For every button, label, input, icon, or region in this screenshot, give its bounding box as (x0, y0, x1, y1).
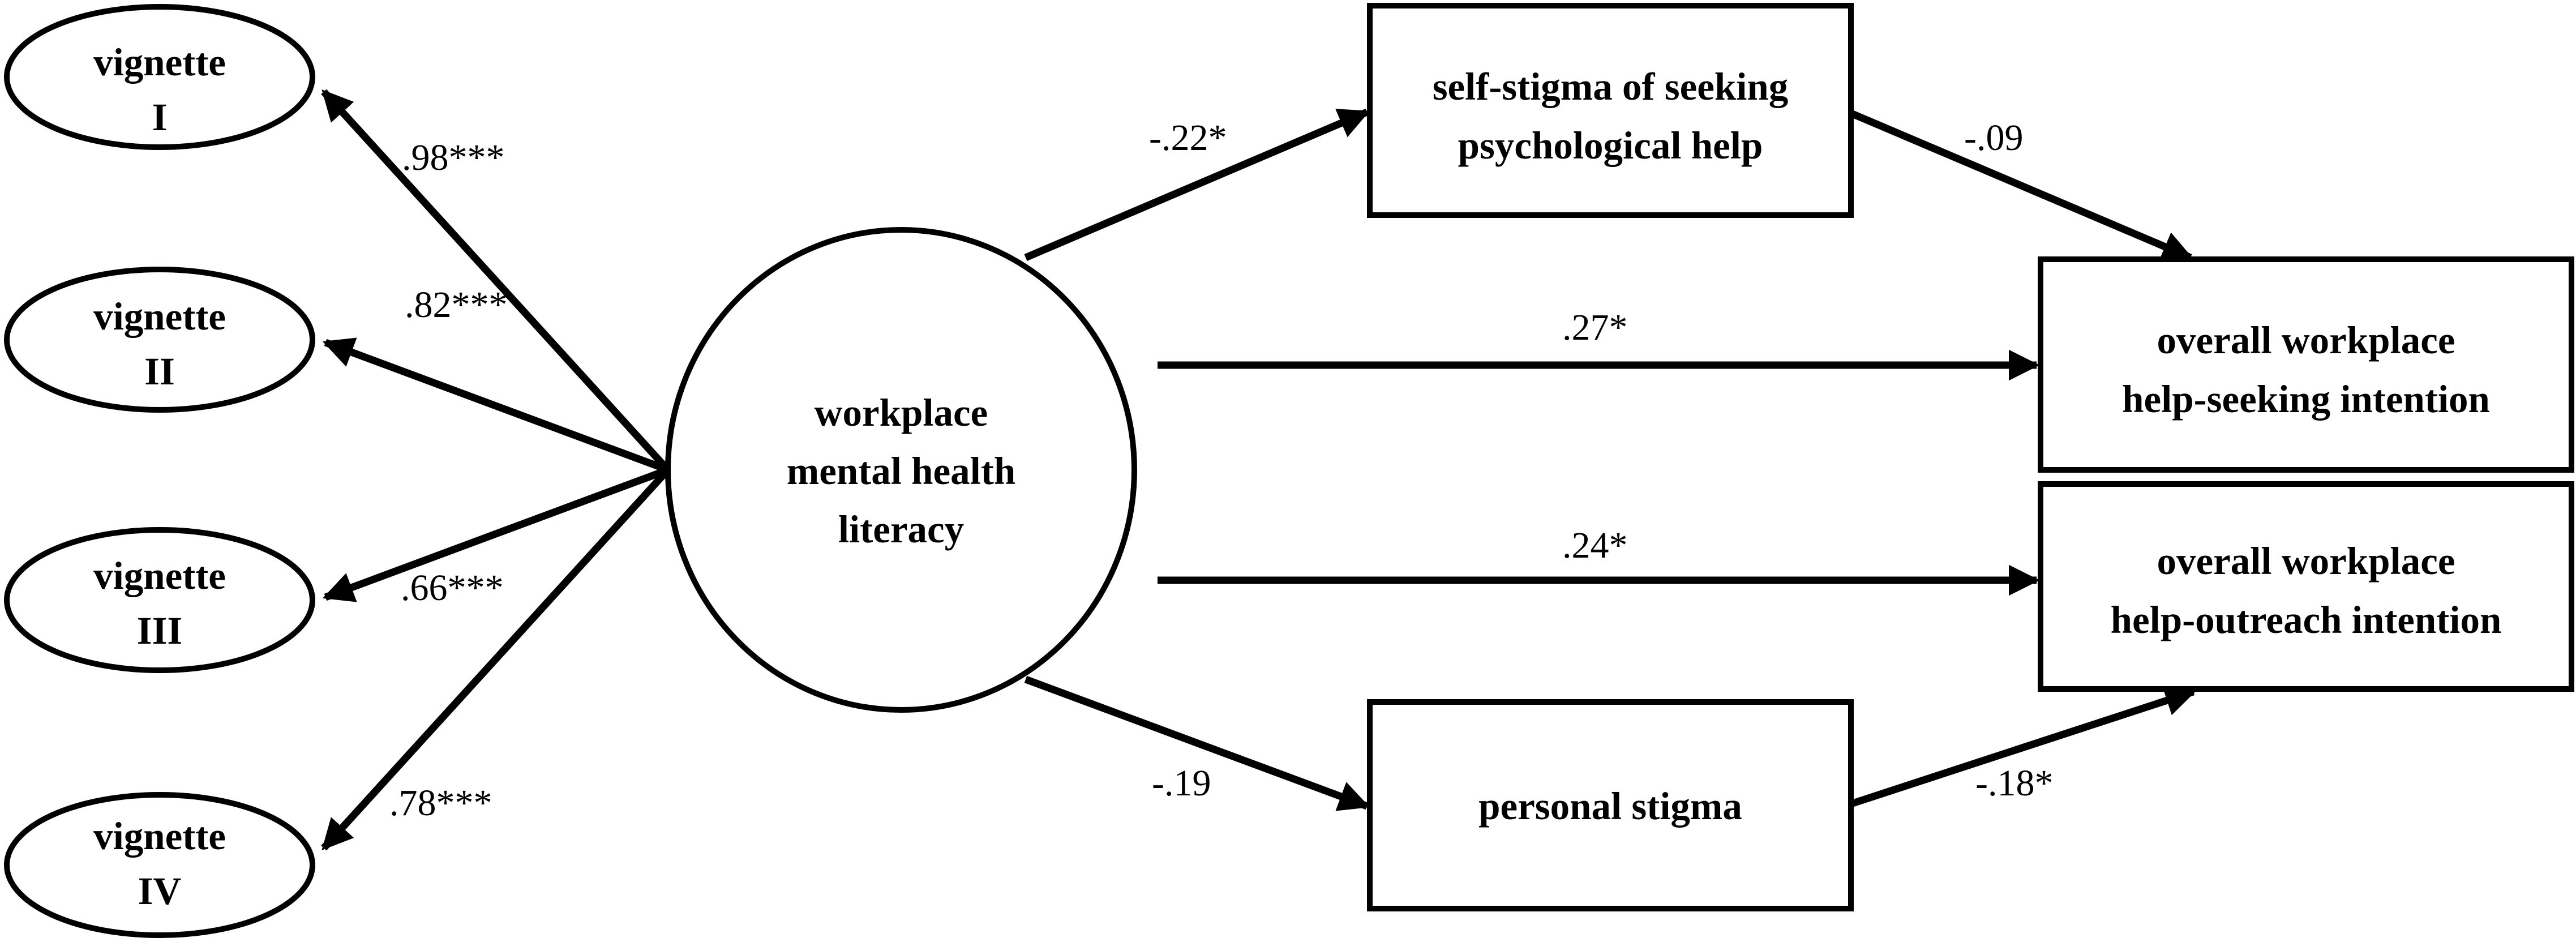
coef-wmhl-to-help-outreach: .24* (1562, 525, 1628, 566)
path-arrow-wmhl-to-vignette-3 (322, 466, 670, 602)
vignette-2-ellipse (4, 267, 315, 413)
node-workplace-mental-health-literacy: workplace mental health literacy (665, 227, 1137, 713)
node-self-stigma: self-stigma of seeking psychological hel… (1367, 3, 1854, 218)
coef-wmhl-to-self-stigma: -.22* (1149, 117, 1227, 159)
self-stigma-label-line2: psychological help (1458, 124, 1763, 167)
personal-stigma-box (1367, 699, 1854, 911)
path-arrow-wmhl-to-vignette-1 (321, 89, 671, 473)
path-arrow-wmhl-to-personal-stigma (1024, 675, 1370, 811)
coef-wmhl-to-vignette-1: .98*** (402, 137, 505, 178)
vignette-3-ellipse (4, 527, 315, 673)
help-seeking-label-line1: overall workplace (2157, 319, 2455, 362)
wmhl-label-line2: mental health (787, 449, 1015, 493)
node-help-seeking-intention: overall workplace help-seeking intention (2038, 256, 2574, 473)
vignette-2-label-line2: II (144, 350, 175, 393)
coef-wmhl-to-help-seeking: .27* (1562, 307, 1628, 348)
help-outreach-box (2038, 481, 2574, 692)
path-arrow-wmhl-to-self-stigma (1024, 109, 1370, 261)
path-arrow-personal-stigma-to-help-outreach (1849, 686, 2197, 808)
coef-wmhl-to-personal-stigma: -.19 (1152, 763, 1211, 804)
help-seeking-label-line2: help-seeking intention (2122, 378, 2490, 421)
vignette-1-label-line2: I (152, 96, 168, 139)
self-stigma-box (1367, 3, 1854, 218)
vignette-4-label-line2: IV (138, 870, 182, 913)
coef-wmhl-to-vignette-3: .66*** (401, 567, 504, 609)
path-arrow-wmhl-to-vignette-2 (322, 337, 670, 474)
vignette-3-label-line2: III (137, 609, 183, 652)
help-seeking-box (2038, 256, 2574, 473)
self-stigma-label-line1: self-stigma of seeking (1433, 65, 1789, 108)
help-outreach-label-line2: help-outreach intention (2111, 598, 2502, 641)
node-help-outreach-intention: overall workplace help-outreach intentio… (2038, 481, 2574, 692)
node-vignette-3: vignette III (4, 527, 315, 673)
wmhl-label-line1: workplace (815, 391, 988, 434)
vignette-4-ellipse (4, 792, 315, 938)
help-outreach-label-line1: overall workplace (2157, 539, 2455, 583)
coef-wmhl-to-vignette-2: .82*** (405, 284, 508, 326)
wmhl-label-line3: literacy (838, 508, 964, 551)
node-vignette-1: vignette I (4, 4, 315, 150)
vignette-1-label-line1: vignette (93, 41, 226, 84)
node-vignette-2: vignette II (4, 267, 315, 413)
vignette-1-ellipse (4, 4, 315, 150)
coef-personal-stigma-to-help-outreach: -.18* (1975, 763, 2053, 804)
vignette-2-label-line1: vignette (93, 295, 226, 338)
vignette-4-label-line1: vignette (93, 815, 226, 858)
path-arrow-self-stigma-to-help-seeking (1849, 110, 2194, 261)
coef-self-stigma-to-help-seeking: -.09 (1964, 117, 2023, 159)
node-personal-stigma: personal stigma (1367, 699, 1854, 911)
path-coefficients: .98*** .82*** .66*** .78*** -.22* -.09 .… (389, 117, 2053, 824)
personal-stigma-label: personal stigma (1478, 785, 1742, 828)
node-vignette-4: vignette IV (4, 792, 315, 938)
vignette-3-label-line1: vignette (93, 554, 226, 597)
wmhl-ellipse (665, 227, 1137, 713)
path-arrow-wmhl-to-vignette-4 (321, 467, 671, 851)
coef-wmhl-to-vignette-4: .78*** (389, 782, 492, 824)
edges (321, 89, 2197, 851)
